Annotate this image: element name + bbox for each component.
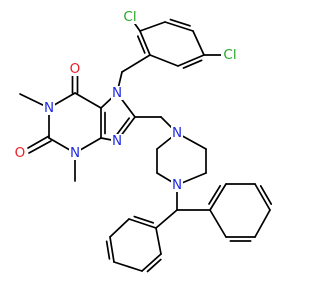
nitrogen-label-n1-background <box>43 101 55 115</box>
bond-a1-a2 <box>209 183 227 211</box>
nitrogen-label-piperazine-top: N <box>172 125 182 141</box>
bond-d1-d2 <box>128 218 157 229</box>
chlorine-label-top-background <box>121 10 139 24</box>
chlorine-label-right: Cl <box>223 47 236 63</box>
double-bond-a3-a4 <box>259 185 273 205</box>
bond-a4-a5 <box>254 209 271 238</box>
bond-a3-a4 <box>254 183 271 211</box>
oxygen-label-top: O <box>70 61 81 77</box>
nitrogen-label-piperazine-bottom: N <box>172 177 182 193</box>
bond-d2-d3 <box>109 218 130 238</box>
bond-b4-b5 <box>192 30 205 56</box>
nitrogen-label-piperazine-bottom-background <box>171 178 183 192</box>
bond-b1-b2 <box>139 30 151 56</box>
double-bond-c8-n9 <box>115 117 130 136</box>
bond-b6-b1 <box>149 54 179 67</box>
double-bond-b3-b4 <box>169 18 191 27</box>
double-bond-d3-d4 <box>105 240 111 260</box>
double-bond-d1-d2 <box>133 215 155 224</box>
chlorine-label-top: Cl <box>123 9 136 25</box>
bond-ch-phenyl-b <box>155 209 178 229</box>
oxygen-label-left: O <box>15 145 26 161</box>
bond-d6-d1 <box>155 227 162 255</box>
double-bond-b5-b6 <box>182 59 203 69</box>
bond-d3-d4 <box>109 236 115 263</box>
nitrogen-label-n1: N <box>44 100 54 116</box>
oxygen-label-top-background <box>69 62 81 76</box>
double-bond-b1-b2 <box>136 35 146 54</box>
oxygen-label-left-background <box>14 146 26 160</box>
bond-b3-b4 <box>164 21 194 32</box>
nitrogen-label-n7: N <box>112 85 122 101</box>
nitrogen-label-n9-background <box>111 134 123 148</box>
bond-ch2-aryl <box>121 54 151 73</box>
nitrogen-label-n9: N <box>112 133 122 149</box>
double-bond-a1-a2 <box>208 184 222 205</box>
bond-b5-b6 <box>177 54 205 67</box>
bond-c2-o2 <box>27 135 50 149</box>
chlorine-label-right-background <box>221 48 239 62</box>
nitrogen-label-n3-background <box>69 146 81 160</box>
bond-b2-b3 <box>139 21 166 32</box>
double-bond-c2-o2 <box>28 140 52 154</box>
bond-d4-d5 <box>113 261 143 272</box>
bond-c6-c5 <box>74 92 102 109</box>
nitrogen-label-n7-background <box>111 86 123 100</box>
nitrogen-label-piperazine-top-background <box>171 126 183 140</box>
bond-d5-d6 <box>141 253 162 272</box>
nitrogen-label-n3: N <box>70 145 80 161</box>
double-bond-d5-d6 <box>146 258 162 273</box>
bond-a6-a1 <box>209 209 227 238</box>
